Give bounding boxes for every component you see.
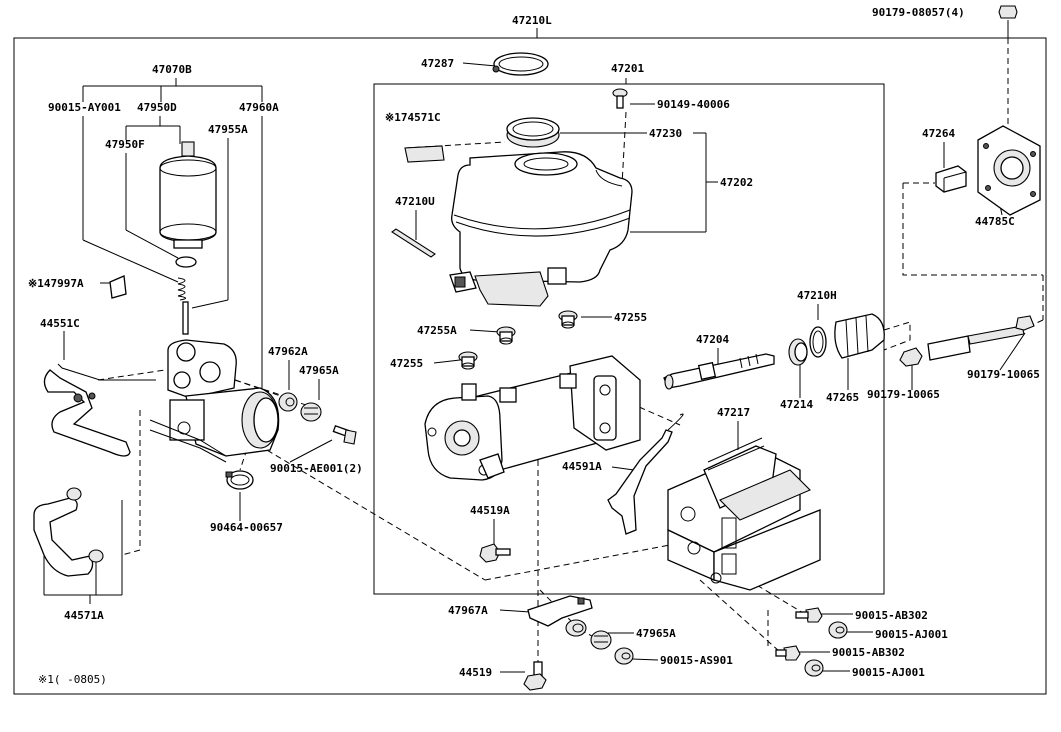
- bolt-90015-AE001: [332, 424, 357, 445]
- grommet-47255A: [496, 326, 516, 345]
- label-44519A[interactable]: 44519A: [470, 504, 510, 517]
- spring-47955A: [177, 277, 189, 335]
- label-47204[interactable]: 47204: [696, 333, 729, 346]
- leader-lines: [43, 20, 1026, 673]
- label-47255-top[interactable]: 47255: [614, 311, 647, 324]
- outer-frame: [13, 37, 1047, 695]
- stud-bolt-90179-10065: [927, 315, 1035, 361]
- filter-canister-47950F: [159, 141, 217, 249]
- label-47950F[interactable]: 47950F: [105, 138, 145, 151]
- clamp-90464-00657: [225, 470, 254, 490]
- label-47965A-lower[interactable]: 47965A: [636, 627, 676, 640]
- gasket-plate-44785C: [977, 125, 1041, 216]
- label-90015-AE001[interactable]: 90015-AE001(2): [270, 462, 363, 475]
- rod-47210U: [391, 228, 436, 258]
- seal-47214: [788, 338, 808, 366]
- bracket-44591A: [607, 413, 684, 535]
- label-90464-00657[interactable]: 90464-00657: [210, 521, 283, 534]
- label-47950D[interactable]: 47950D: [137, 101, 177, 114]
- label-90015-AJ001-a[interactable]: 90015-AJ001: [875, 628, 948, 641]
- label-90015-AJ001-b[interactable]: 90015-AJ001: [852, 666, 925, 679]
- collar-90015-AJ001-a: [828, 621, 848, 639]
- reservoir-tank-47202: [449, 151, 633, 307]
- footnote: ※1( -0805): [38, 673, 107, 686]
- collar-90015-AJ001-b: [804, 659, 824, 677]
- bolt-90179-08057: [998, 5, 1018, 19]
- label-sticker-74571C: [404, 145, 445, 163]
- cushion-47965A-upper: [300, 402, 322, 422]
- label-47264[interactable]: 47264: [922, 127, 955, 140]
- label-47287[interactable]: 47287: [421, 57, 454, 70]
- label-47955A[interactable]: 47955A: [208, 123, 248, 136]
- label-47217[interactable]: 47217: [717, 406, 750, 419]
- label-44591A[interactable]: 44591A: [562, 460, 602, 473]
- pump-assembly-47960A: [149, 339, 280, 463]
- nut-90179-10065: [899, 347, 923, 367]
- bolt-90015-AB302-a: [795, 607, 823, 623]
- hose-44551C: [43, 363, 156, 457]
- label-90015-AB302-a[interactable]: 90015-AB302: [855, 609, 928, 622]
- label-90179-10065-right[interactable]: 90179-10065: [967, 368, 1040, 381]
- label-47960A[interactable]: 47960A: [239, 101, 279, 114]
- label-47210H[interactable]: 47210H: [797, 289, 837, 302]
- label-90179-10065-left[interactable]: 90179-10065: [867, 388, 940, 401]
- collar-90015-AS901: [614, 647, 634, 665]
- label-90015-AS901[interactable]: 90015-AS901: [660, 654, 733, 667]
- bolt-90015-AB302-b: [775, 645, 801, 661]
- part-labels: 47210L 90179-08057(4) 47287 47201 47070B…: [28, 6, 1040, 686]
- bracket-47967A: [527, 595, 593, 627]
- label-74571C[interactable]: ※174571C: [385, 111, 441, 124]
- block-47264: [935, 165, 967, 193]
- piston-47204: [663, 353, 775, 390]
- master-cylinder-body: [424, 355, 641, 481]
- reservoir-cap-47230: [506, 117, 560, 148]
- label-47255A[interactable]: 47255A: [417, 324, 457, 337]
- bolt-44519A: [479, 543, 511, 563]
- actuator-47217: [667, 437, 821, 591]
- label-47210U[interactable]: 47210U: [395, 195, 435, 208]
- oring-47950D: [175, 256, 197, 268]
- label-47070B[interactable]: 47070B: [152, 63, 192, 76]
- label-47255-left[interactable]: 47255: [390, 357, 423, 370]
- label-47202[interactable]: 47202: [720, 176, 753, 189]
- cushion-47967A: [565, 619, 587, 637]
- boot-47265: [834, 313, 885, 359]
- label-90015-AY001[interactable]: 90015-AY001: [48, 101, 121, 114]
- label-47967A[interactable]: 47967A: [448, 604, 488, 617]
- label-90149-40006[interactable]: 90149-40006: [657, 98, 730, 111]
- label-47962A[interactable]: 47962A: [268, 345, 308, 358]
- grommet-47255-left: [458, 351, 478, 370]
- label-44785C[interactable]: 44785C: [975, 215, 1015, 228]
- screw-47201: [612, 88, 628, 109]
- label-147997A[interactable]: ※147997A: [28, 277, 84, 290]
- oring-47210H: [809, 326, 827, 358]
- label-44571A[interactable]: 44571A: [64, 609, 104, 622]
- label-47214[interactable]: 47214: [780, 398, 813, 411]
- label-47965A-upper[interactable]: 47965A: [299, 364, 339, 377]
- hose-44571A: [33, 487, 104, 577]
- label-47230[interactable]: 47230: [649, 127, 682, 140]
- label-47201[interactable]: 47201: [611, 62, 644, 75]
- label-44551C[interactable]: 44551C: [40, 317, 80, 330]
- label-47265[interactable]: 47265: [826, 391, 859, 404]
- clip-147997A: [109, 275, 127, 299]
- clip-ring-47287: [492, 52, 549, 76]
- bolt-44519: [523, 661, 547, 691]
- grommet-47255-top: [558, 310, 578, 329]
- label-44519[interactable]: 44519: [459, 666, 492, 679]
- label-47210L[interactable]: 47210L: [512, 14, 552, 27]
- label-90015-AB302-b[interactable]: 90015-AB302: [832, 646, 905, 659]
- label-90179-08057[interactable]: 90179-08057(4): [872, 6, 965, 19]
- cushion-47965A-lower: [590, 630, 612, 650]
- collar-47962A: [278, 392, 298, 412]
